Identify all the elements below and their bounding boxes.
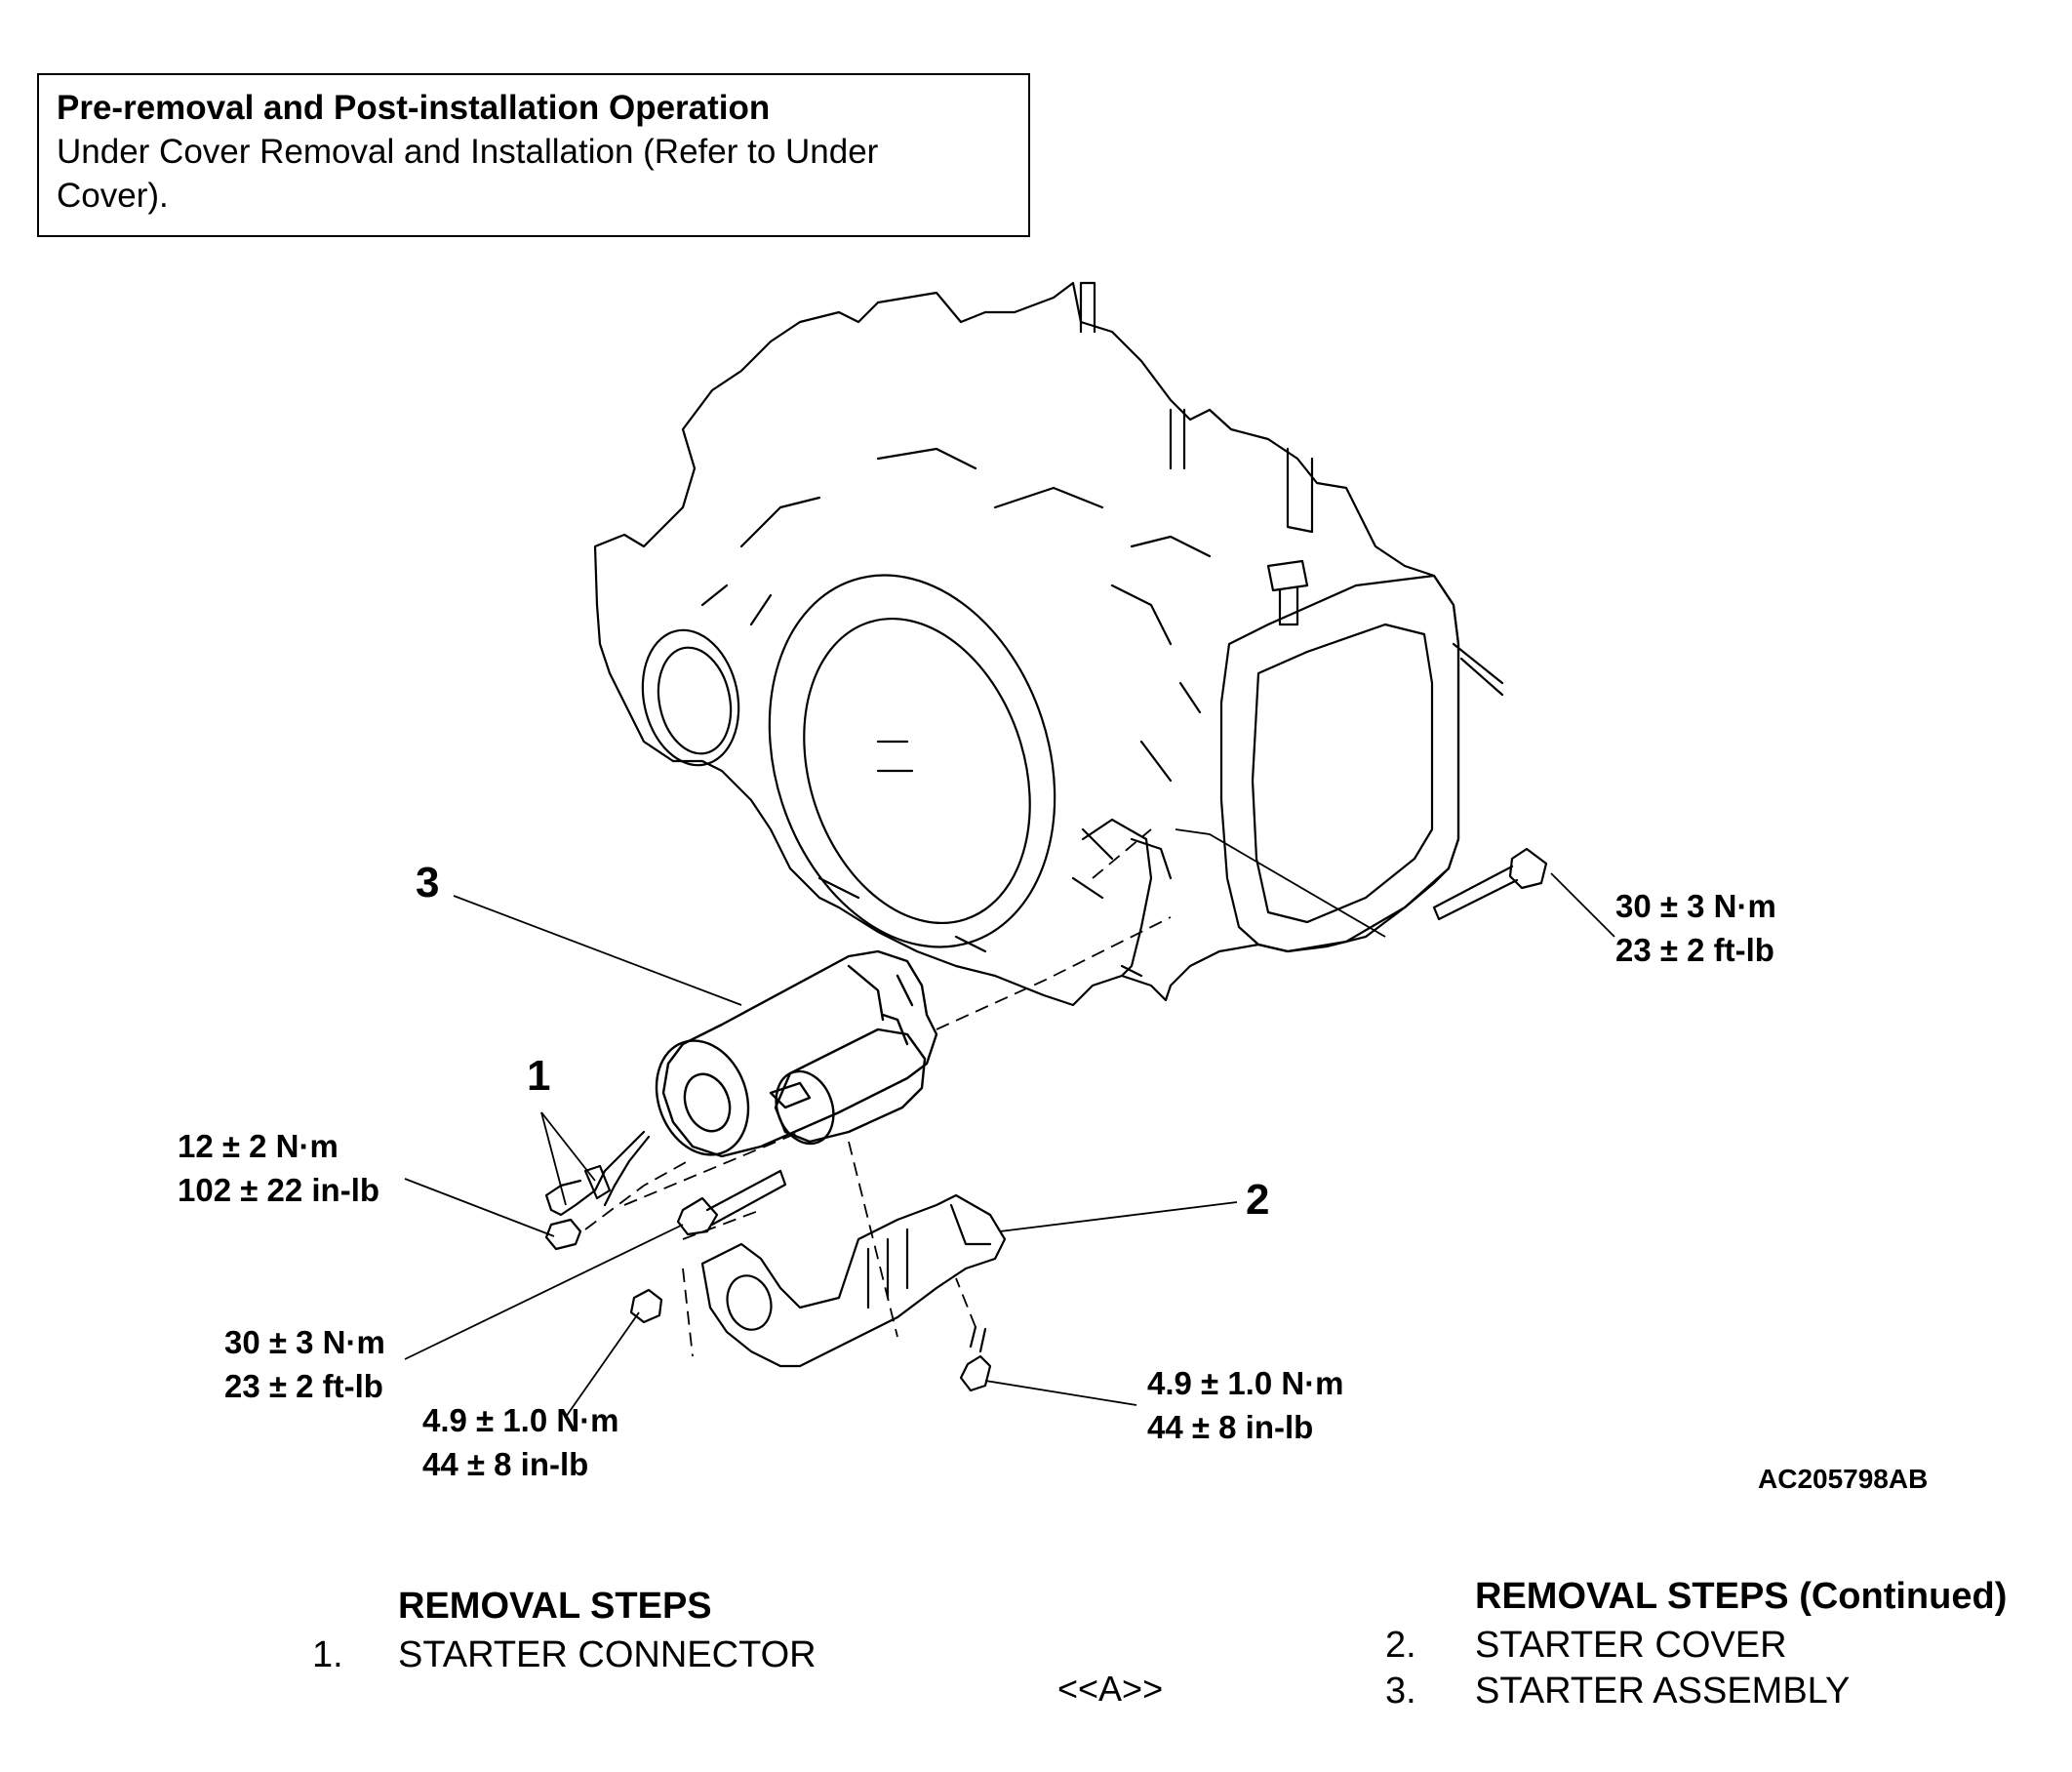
leader-callout-1b (540, 1111, 596, 1182)
torque-cover-bolt-nm: 4.9 ± 1.0 N·m (1147, 1365, 1344, 1401)
torque-starter-bolt: 30 ± 3 N·m 23 ± 2 ft-lb (224, 1320, 385, 1408)
starter-motor-body (661, 949, 938, 1158)
torque-bolt-right: 30 ± 3 N·m 23 ± 2 ft-lb (1615, 884, 1776, 972)
starter-end-cap (655, 1039, 750, 1156)
leader-torque-right (1550, 872, 1615, 938)
procedure-reference: <<A>> (1057, 1669, 1164, 1709)
removal-steps-heading: REMOVAL STEPS (398, 1586, 712, 1627)
torque-connector-nut-nm: 12 ± 2 N·m (178, 1128, 339, 1164)
torque-cover-nut-nm: 4.9 ± 1.0 N·m (422, 1402, 619, 1438)
connector-terminal (583, 1164, 612, 1200)
leader-callout-2 (999, 1201, 1238, 1232)
torque-cover-bolt: 4.9 ± 1.0 N·m 44 ± 8 in-lb (1147, 1361, 1344, 1449)
top-pipe-1 (1079, 281, 1096, 334)
torque-connector-nut-imperial: 102 ± 22 in-lb (178, 1172, 380, 1208)
removal-step-1-num: 1. (312, 1634, 343, 1675)
top-fitting (1266, 559, 1309, 626)
pre-operation-body: Under Cover Removal and Installation (Re… (57, 133, 879, 215)
torque-cover-nut-imperial: 44 ± 8 in-lb (422, 1446, 589, 1482)
bell-housing-inner (803, 617, 1031, 925)
connector-wire-2 (603, 1135, 651, 1207)
removal-step-3: 3. STARTER ASSEMBLY (1385, 1671, 1850, 1712)
starter-terminal (769, 1081, 812, 1109)
removal-step-3-label: STARTER ASSEMBLY (1475, 1671, 1851, 1712)
leader-torque-cover-nut (565, 1311, 640, 1418)
torque-bolt-right-nm: 30 ± 3 N·m (1615, 888, 1776, 924)
mounting-bolt-right (1432, 847, 1548, 921)
starter-end-hub (683, 1072, 732, 1133)
callout-1: 1 (527, 1052, 551, 1100)
removal-step-3-num: 3. (1385, 1671, 1416, 1712)
leader-right-bolt-housing (1175, 828, 1386, 938)
pre-operation-box: Pre-removal and Post-installation Operat… (37, 73, 1030, 237)
starter-connector-wire (544, 1130, 646, 1217)
torque-starter-bolt-imperial: 23 ± 2 ft-lb (224, 1368, 383, 1404)
top-pipe-3 (1286, 447, 1314, 534)
removal-step-1: 1. STARTER CONNECTOR (312, 1634, 817, 1676)
pre-operation-title: Pre-removal and Post-installation Operat… (57, 89, 771, 127)
torque-bolt-right-imperial: 23 ± 2 ft-lb (1615, 932, 1774, 968)
removal-steps-heading-continued: REMOVAL STEPS (Continued) (1475, 1576, 2008, 1617)
torque-cover-nut: 4.9 ± 1.0 N·m 44 ± 8 in-lb (422, 1398, 619, 1486)
torque-starter-bolt-nm: 30 ± 3 N·m (224, 1324, 385, 1360)
top-pipe-2 (1169, 408, 1186, 470)
dipstick (1452, 642, 1504, 697)
starter-bolt-left (676, 1169, 787, 1236)
side-cover-inner (1251, 623, 1434, 924)
left-opening (641, 628, 740, 767)
left-opening-inner (657, 646, 733, 755)
removal-step-2-num: 2. (1385, 1625, 1416, 1666)
starter-cover (700, 1193, 1007, 1368)
torque-connector-nut: 12 ± 2 N·m 102 ± 22 in-lb (178, 1124, 379, 1212)
leader-torque-cover-bolt (984, 1380, 1137, 1406)
connector-nut (544, 1218, 582, 1251)
callout-3: 3 (416, 859, 440, 906)
torque-cover-bolt-imperial: 44 ± 8 in-lb (1147, 1409, 1314, 1445)
removal-step-2-label: STARTER COVER (1475, 1625, 1787, 1666)
cover-nut (629, 1288, 663, 1324)
side-cover (1219, 574, 1460, 953)
removal-step-2: 2. STARTER COVER (1385, 1625, 1787, 1667)
figure-id: AC205798AB (1758, 1464, 1929, 1494)
solenoid-end (775, 1069, 835, 1146)
starter-cover-hole (726, 1274, 773, 1331)
leader-callout-3 (453, 895, 742, 1006)
starter-solenoid (774, 1027, 927, 1144)
leader-callout-1a (540, 1111, 567, 1206)
leader-torque-starter-bolt (404, 1224, 684, 1360)
leader-torque-connector (404, 1178, 555, 1237)
cover-bolt (959, 1325, 992, 1392)
bell-housing (768, 574, 1056, 948)
callout-2: 2 (1246, 1176, 1270, 1224)
removal-step-1-label: STARTER CONNECTOR (398, 1634, 817, 1675)
